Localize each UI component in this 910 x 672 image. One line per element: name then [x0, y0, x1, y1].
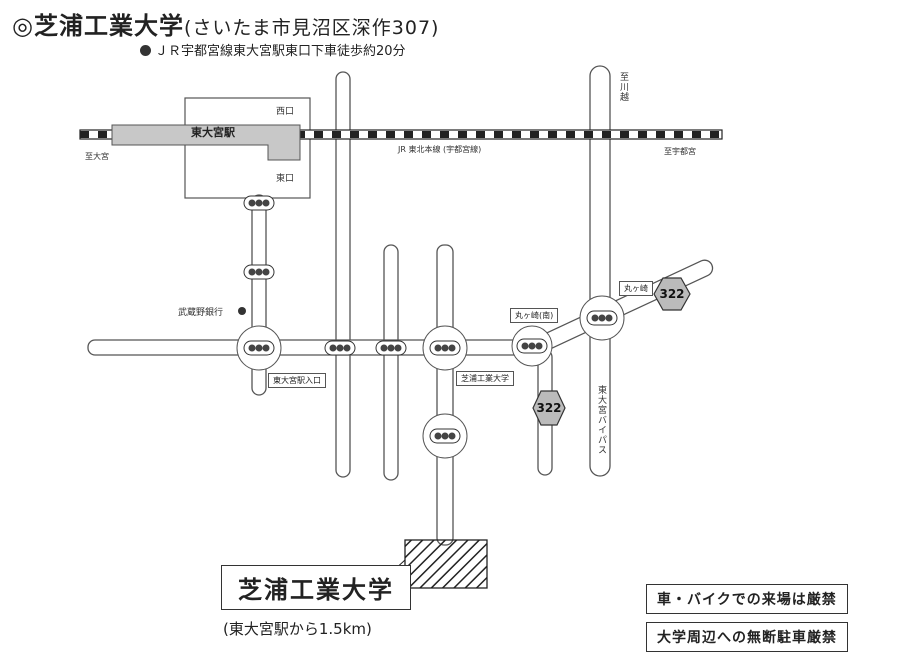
station-platform	[111, 124, 301, 161]
rail-line-label: JR 東北本線 (宇都宮線)	[398, 145, 482, 154]
traffic-light-icon	[243, 264, 275, 280]
marugasaki-intersection: 丸ヶ崎	[619, 281, 653, 296]
to-kawagoe-label: 至川越	[618, 72, 628, 102]
bypass-label: 東大宮バイパス	[596, 385, 606, 455]
route-number: 322	[659, 287, 684, 301]
campus-name-box: 芝浦工業大学	[221, 565, 411, 610]
route-shield-icon: 322	[532, 390, 566, 426]
traffic-light-icon	[236, 325, 282, 371]
campus-distance: (東大宮駅から1.5km)	[223, 620, 372, 638]
to-utsunomiya-label: 至宇都宮	[664, 147, 696, 156]
no-car-notice: 車・バイクでの来場は厳禁	[646, 584, 848, 614]
access-note: ＪＲ宇都宮線東大宮駅東口下車徒歩約20分	[140, 40, 406, 59]
access-text: ＪＲ宇都宮線東大宮駅東口下車徒歩約20分	[155, 44, 406, 59]
traffic-light-icon	[422, 325, 468, 371]
road-north-south-1	[335, 71, 351, 478]
marugasaki-south-intersection: 丸ヶ崎(南)	[510, 308, 559, 323]
university-intersection: 芝浦工業大学	[456, 371, 514, 386]
no-parking-notice: 大学周辺への無断駐車厳禁	[646, 622, 848, 652]
traffic-light-icon	[422, 413, 468, 459]
traffic-light-icon	[243, 195, 275, 211]
station-name: 東大宮駅	[191, 126, 235, 139]
to-omiya-label: 至大宮	[85, 152, 109, 161]
west-exit-label: 西口	[276, 107, 295, 117]
campus-site	[404, 539, 488, 589]
traffic-lights	[236, 195, 625, 459]
road-bypass	[589, 65, 611, 477]
title-text: ◎芝浦工業大学	[12, 12, 184, 40]
route-shield-icon: 322	[653, 277, 691, 311]
road-north-south-2	[383, 244, 399, 481]
map-title: ◎芝浦工業大学(さいたま市見沼区深作307)	[12, 6, 439, 41]
bank-marker-icon	[238, 307, 246, 315]
bank-label: 武蔵野銀行	[178, 308, 224, 318]
road-east-west	[87, 339, 549, 356]
traffic-light-icon	[375, 340, 407, 356]
traffic-light-icon	[579, 295, 625, 341]
road-to-campus	[436, 244, 454, 546]
station-entrance-intersection: 東大宮駅入口	[268, 373, 326, 388]
railway	[79, 129, 723, 140]
address-text: (さいたま市見沼区深作307)	[183, 17, 440, 39]
route-number: 322	[536, 401, 561, 415]
traffic-light-icon	[511, 325, 553, 367]
east-exit-label: 東口	[276, 174, 295, 184]
bullet-icon	[140, 45, 151, 56]
traffic-light-icon	[324, 340, 356, 356]
